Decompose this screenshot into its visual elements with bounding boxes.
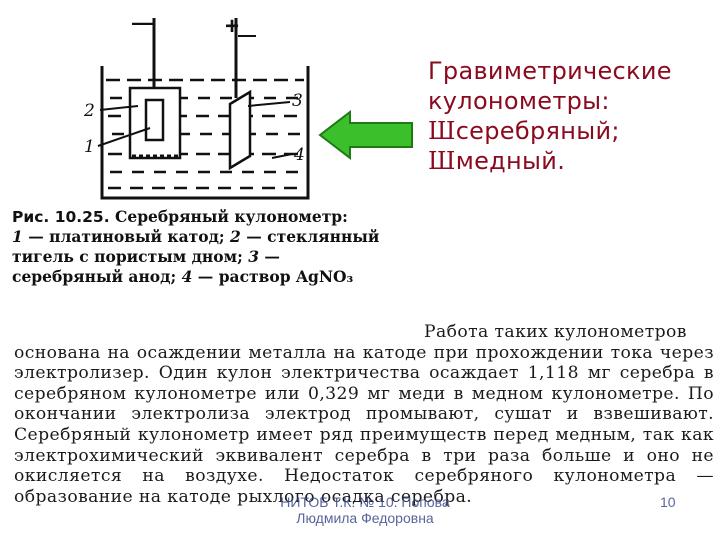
slide-title: Гравиметрические кулонометры: Шсеребряны… — [428, 56, 718, 176]
legend-text-3: — серебряный анод; — [12, 247, 280, 286]
legend-number-1: 1 — [12, 227, 23, 246]
platinum-cathode — [144, 98, 165, 142]
paragraph-first-line: Работа таких кулонометров — [424, 322, 687, 342]
label-4: 4 — [293, 145, 305, 165]
list-item-copper-text: медный. — [455, 147, 566, 175]
list-item-copper: Шмедный. — [428, 146, 718, 176]
list-item-silver-text: серебряный; — [455, 117, 620, 145]
legend-number-2: 2 — [230, 227, 241, 246]
coulometer-diagram: — + 2 1 3 4 — [83, 10, 310, 200]
legend-text-2: — стеклянный тигель с пористым дном; — [12, 227, 380, 266]
label-1: 1 — [84, 137, 95, 157]
leader-1 — [97, 127, 151, 147]
terminal-minus: — — [132, 10, 154, 35]
left-arrow-icon — [318, 110, 413, 160]
title-line-2: кулонометры: — [428, 87, 610, 115]
figure-caption: Рис. 10.25. Серебряный кулонометр: 1 — п… — [12, 207, 382, 287]
slide-footer: НИТОБ Т.К. № 10. Попова Людмила Федоровн… — [250, 494, 480, 526]
bullet-icon: Ш — [428, 117, 456, 145]
legend-text-1: — платиновый катод; — [28, 227, 225, 246]
leader-3 — [247, 101, 291, 107]
legend-text-4: — раствор AgNO₃ — [197, 267, 354, 286]
figure-number: Рис. 10.25. — [12, 208, 110, 226]
bullet-icon: Ш — [428, 147, 456, 175]
legend-number-3: 3 — [248, 247, 260, 266]
figure-heading: Серебряный кулонометр: — [115, 207, 348, 226]
paragraph-text: основана на осаждении металла на катоде … — [14, 342, 714, 507]
body-paragraph: Работа таких кулонометров основана на ос… — [14, 322, 714, 507]
label-3: 3 — [292, 91, 303, 111]
legend-number-4: 4 — [181, 267, 193, 286]
footer-line-2: Людмила Федоровна — [296, 510, 434, 526]
label-2: 2 — [83, 101, 95, 121]
footer-line-1: НИТОБ Т.К. № 10. Попова — [280, 494, 450, 510]
silver-anode — [228, 89, 252, 171]
page-number: 10 — [660, 494, 676, 510]
list-item-silver: Шсеребряный; — [428, 116, 718, 146]
beaker — [100, 66, 310, 200]
title-line-1: Гравиметрические — [428, 57, 672, 85]
leader-4 — [271, 153, 293, 159]
leader-2 — [99, 105, 139, 111]
